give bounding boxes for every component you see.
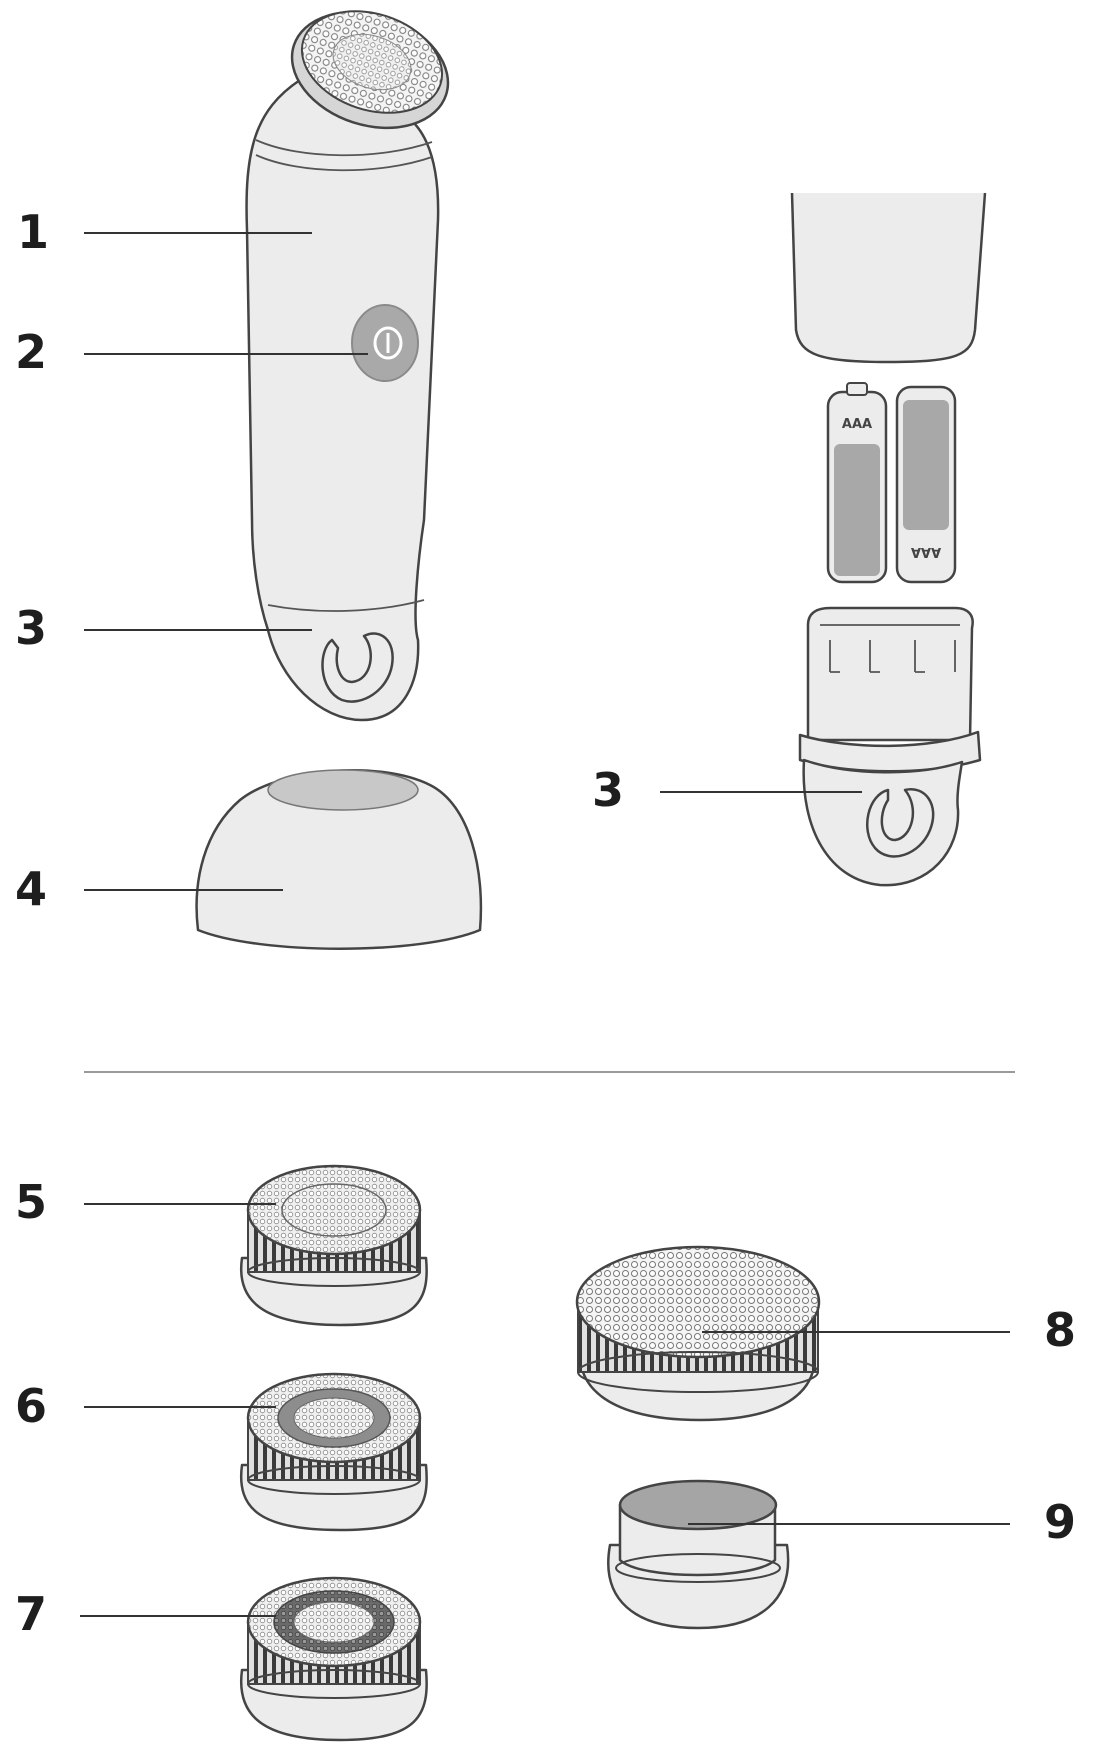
brush-head-5-illustration bbox=[239, 1164, 428, 1327]
brush-head-8-illustration bbox=[575, 1245, 821, 1422]
brush-head-7-illustration bbox=[239, 1576, 428, 1742]
callout-5: 5 bbox=[15, 1175, 47, 1229]
power-button-shape bbox=[351, 304, 419, 382]
battery-compartment-illustration bbox=[798, 606, 982, 887]
callout-9: 9 bbox=[1044, 1495, 1076, 1549]
callout-6: 6 bbox=[15, 1379, 47, 1433]
callout-3-right: 3 bbox=[592, 763, 624, 817]
callout-4: 4 bbox=[15, 862, 47, 916]
sponge-head-9-illustration bbox=[607, 1479, 790, 1630]
callout-3: 3 bbox=[15, 601, 47, 655]
callout-1: 1 bbox=[17, 205, 49, 259]
battery-label-1: AAA bbox=[842, 417, 872, 432]
handle-top-section bbox=[790, 192, 987, 364]
callout-2: 2 bbox=[15, 325, 47, 379]
leader-lines bbox=[80, 232, 1010, 1617]
handle-illustration bbox=[245, 10, 450, 722]
callout-numbers: 1 2 3 3 4 5 6 7 8 9 bbox=[15, 205, 1076, 1641]
batteries-illustration: AAA AAA bbox=[826, 382, 957, 584]
cap-illustration bbox=[195, 769, 483, 950]
brush-head-6-illustration bbox=[239, 1372, 428, 1532]
callout-7: 7 bbox=[15, 1587, 47, 1641]
battery-label-2: AAA bbox=[911, 544, 941, 559]
callout-8: 8 bbox=[1044, 1303, 1076, 1357]
